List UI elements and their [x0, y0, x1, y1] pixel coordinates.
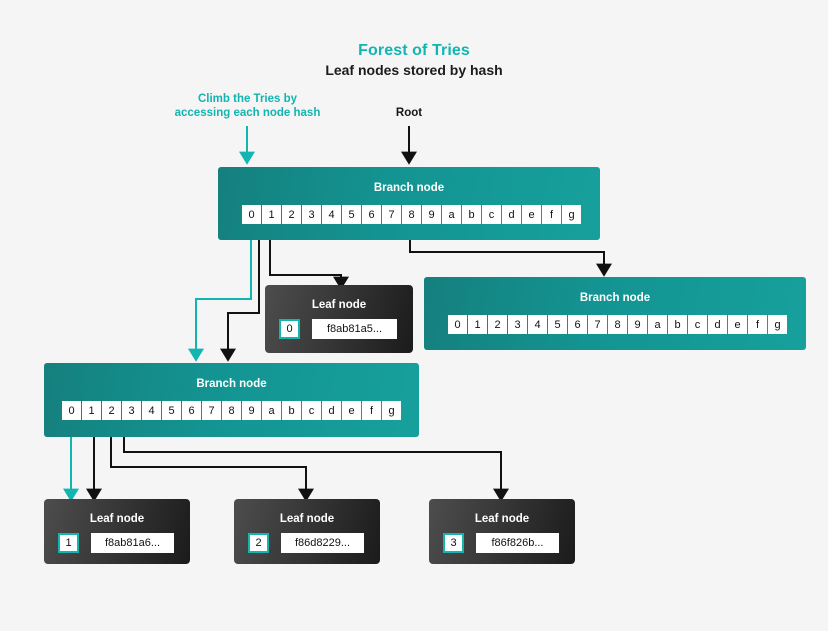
- nibble-cell-f[interactable]: f: [748, 315, 767, 334]
- leaf-index-cell: 0: [279, 319, 300, 339]
- leaf-hash-value: f8ab81a5...: [312, 319, 397, 339]
- nibble-cell-0[interactable]: 0: [242, 205, 261, 224]
- nibble-cell-7[interactable]: 7: [588, 315, 607, 334]
- nibble-cell-3[interactable]: 3: [122, 401, 141, 420]
- leaf-node-label: Leaf node: [311, 299, 367, 311]
- nibble-cell-c[interactable]: c: [302, 401, 321, 420]
- leaf-node-3[interactable]: Leaf node 3 f86f826b...: [429, 499, 575, 564]
- nibble-cell-g[interactable]: g: [382, 401, 401, 420]
- nibble-cell-0[interactable]: 0: [448, 315, 467, 334]
- branch-node-label: Branch node: [373, 182, 445, 194]
- leaf-node-row: 2 f86d8229...: [248, 533, 364, 553]
- nibble-cell-d[interactable]: d: [502, 205, 521, 224]
- branch-node-label: Branch node: [196, 378, 267, 390]
- nibble-cell-f[interactable]: f: [362, 401, 381, 420]
- leaf-node-2[interactable]: Leaf node 2 f86d8229...: [234, 499, 380, 564]
- annotation-root: Root: [395, 107, 423, 119]
- nibble-cell-9[interactable]: 9: [242, 401, 261, 420]
- nibble-cell-2[interactable]: 2: [282, 205, 301, 224]
- nibble-cell-8[interactable]: 8: [608, 315, 627, 334]
- branch-node-label: Branch node: [579, 292, 651, 304]
- page-subtitle: Leaf nodes stored by hash: [325, 62, 503, 78]
- wire-rootbranch-0-to-lower-branch: [188, 222, 252, 362]
- leaf-node-1[interactable]: Leaf node 1 f8ab81a6...: [44, 499, 190, 564]
- nibble-cell-1[interactable]: 1: [468, 315, 487, 334]
- nibble-cell-1[interactable]: 1: [82, 401, 101, 420]
- nibble-cell-b[interactable]: b: [462, 205, 481, 224]
- nibble-cell-9[interactable]: 9: [628, 315, 647, 334]
- nibble-cell-g[interactable]: g: [562, 205, 581, 224]
- leaf-node-label: Leaf node: [279, 513, 335, 525]
- leaf-node-label: Leaf node: [474, 513, 530, 525]
- nibble-cell-3[interactable]: 3: [508, 315, 527, 334]
- nibble-cell-5[interactable]: 5: [342, 205, 361, 224]
- annotation-climb-the-tries: Climb the Tries by accessing each node h…: [174, 93, 321, 119]
- nibble-cell-3[interactable]: 3: [302, 205, 321, 224]
- nibble-cell-c[interactable]: c: [482, 205, 501, 224]
- leaf-node-row: 3 f86f826b...: [443, 533, 559, 553]
- leaf-node-label: Leaf node: [89, 513, 145, 525]
- nibble-cell-2[interactable]: 2: [102, 401, 121, 420]
- wire-rootbranch-1-to-lower-branch: [220, 222, 260, 362]
- nibble-cell-d[interactable]: d: [708, 315, 727, 334]
- nibble-cell-5[interactable]: 5: [162, 401, 181, 420]
- nibble-cell-6[interactable]: 6: [182, 401, 201, 420]
- nibble-cell-1[interactable]: 1: [262, 205, 281, 224]
- nibble-cell-b[interactable]: b: [668, 315, 687, 334]
- leaf-node-0[interactable]: Leaf node 0 f8ab81a5...: [265, 285, 413, 353]
- leaf-node-row: 1 f8ab81a6...: [58, 533, 174, 553]
- leaf-hash-value: f86f826b...: [476, 533, 559, 553]
- nibble-cell-f[interactable]: f: [542, 205, 561, 224]
- nibble-cell-0[interactable]: 0: [62, 401, 81, 420]
- leaf-index-cell: 2: [248, 533, 269, 553]
- nibble-cell-4[interactable]: 4: [528, 315, 547, 334]
- nibble-cell-9[interactable]: 9: [422, 205, 441, 224]
- leaf-index-cell: 3: [443, 533, 464, 553]
- leaf-index-cell: 1: [58, 533, 79, 553]
- nibble-cell-g[interactable]: g: [768, 315, 787, 334]
- nibble-cell-a[interactable]: a: [648, 315, 667, 334]
- nibble-cell-7[interactable]: 7: [202, 401, 221, 420]
- nibble-cell-4[interactable]: 4: [322, 205, 341, 224]
- leaf-hash-value: f8ab81a6...: [91, 533, 174, 553]
- nibble-cell-6[interactable]: 6: [568, 315, 587, 334]
- nibble-cell-d[interactable]: d: [322, 401, 341, 420]
- nibble-cell-e[interactable]: e: [522, 205, 541, 224]
- nibble-cell-c[interactable]: c: [688, 315, 707, 334]
- leaf-hash-value: f86d8229...: [281, 533, 364, 553]
- nibble-cell-8[interactable]: 8: [222, 401, 241, 420]
- nibble-cell-4[interactable]: 4: [142, 401, 161, 420]
- nibble-cell-7[interactable]: 7: [382, 205, 401, 224]
- nibble-cell-a[interactable]: a: [262, 401, 281, 420]
- nibble-cell-a[interactable]: a: [442, 205, 461, 224]
- page-title: Forest of Tries: [358, 42, 470, 59]
- nibble-cell-b[interactable]: b: [282, 401, 301, 420]
- leaf-node-row: 0 f8ab81a5...: [279, 319, 397, 339]
- nibble-cell-e[interactable]: e: [728, 315, 747, 334]
- nibble-cell-8[interactable]: 8: [402, 205, 421, 224]
- nibble-cell-5[interactable]: 5: [548, 315, 567, 334]
- nibble-cell-e[interactable]: e: [342, 401, 361, 420]
- nibble-cell-6[interactable]: 6: [362, 205, 381, 224]
- nibble-cell-2[interactable]: 2: [488, 315, 507, 334]
